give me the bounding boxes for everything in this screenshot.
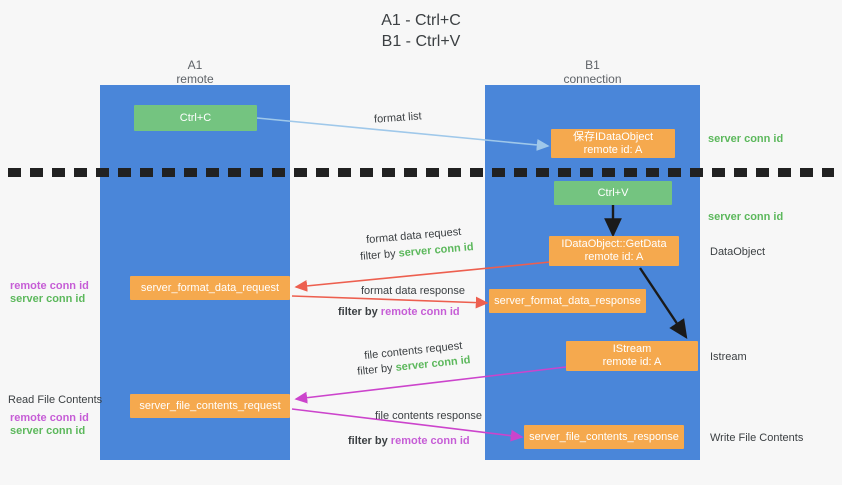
server-conn-id-text-1: server conn id: [398, 241, 475, 260]
box-server-file-contents-request-label: server_file_contents_request: [139, 399, 281, 412]
lane-b1-name: B1: [585, 58, 600, 72]
label-format-data-response: format data response: [361, 285, 465, 297]
box-save-idataobject-label: 保存IDataObject: [572, 130, 654, 143]
lane-header-b1: B1 connection: [485, 58, 700, 86]
right-label-server-conn-id-1: server conn id: [708, 133, 784, 145]
box-server-file-contents-request[interactable]: server_file_contents_request: [130, 394, 290, 418]
box-idataobject-getdata[interactable]: IDataObject::GetData remote id: A: [549, 236, 679, 266]
page-title: A1 - Ctrl+C B1 - Ctrl+V: [381, 12, 461, 50]
box-save-idataobject-remote-id: remote id: A: [583, 143, 643, 156]
label-file-contents-response: file contents response: [375, 410, 483, 422]
box-server-file-contents-response[interactable]: server_file_contents_response: [524, 425, 684, 449]
box-ctrl-v-label: Ctrl+V: [597, 186, 629, 199]
phase-separator-dashed-line: [8, 168, 834, 177]
label-format-data-response-filter: filter by remote conn id: [338, 305, 460, 319]
right-label-write-file-contents: Write File Contents: [710, 432, 804, 444]
left-label-remote-conn-id-1: remote conn id: [10, 280, 89, 292]
lane-a1-name: A1: [187, 58, 203, 72]
right-label-istream: Istream: [710, 351, 747, 363]
label-format-list: format list: [373, 110, 423, 126]
lane-header-a1: A1 remote: [100, 58, 290, 86]
left-label-server-conn-id-2: server conn id: [10, 425, 86, 437]
right-label-dataobject: DataObject: [710, 246, 766, 258]
box-ctrl-c[interactable]: Ctrl+C: [134, 105, 257, 131]
remote-conn-id-text-2: remote conn id: [380, 306, 460, 318]
box-server-format-data-request-label: server_format_data_request: [140, 281, 280, 294]
lane-a1-sub: remote: [176, 72, 214, 86]
filter-by-text-4: filter by: [348, 435, 388, 447]
left-label-remote-conn-id-2: remote conn id: [10, 412, 89, 424]
box-save-idataobject[interactable]: 保存IDataObject remote id: A: [551, 129, 675, 158]
right-label-server-conn-id-2: server conn id: [708, 211, 784, 223]
box-idataobject-getdata-label: IDataObject::GetData: [561, 238, 667, 250]
box-server-format-data-request[interactable]: server_format_data_request: [130, 276, 290, 300]
left-label-read-file-contents: Read File Contents: [8, 394, 103, 406]
filter-by-text-1: filter by: [359, 247, 397, 263]
box-idataobject-getdata-remote-id: remote id: A: [584, 251, 644, 263]
box-istream-label: IStream: [612, 343, 652, 355]
box-istream[interactable]: IStream remote id: A: [566, 341, 698, 371]
filter-by-text-2: filter by: [338, 306, 378, 318]
filter-by-text-3: filter by: [356, 362, 394, 378]
box-server-format-data-response-label: server_format_data_response: [494, 294, 641, 307]
box-server-file-contents-response-label: server_file_contents_response: [529, 430, 679, 443]
left-label-server-conn-id-1: server conn id: [10, 293, 86, 305]
box-ctrl-c-label: Ctrl+C: [179, 111, 212, 124]
box-istream-remote-id: remote id: A: [602, 356, 662, 368]
label-file-contents-response-filter: filter by remote conn id: [348, 434, 470, 448]
box-server-format-data-response[interactable]: server_format_data_response: [489, 289, 646, 313]
remote-conn-id-text-4: remote conn id: [390, 435, 470, 447]
box-ctrl-v[interactable]: Ctrl+V: [554, 181, 672, 205]
lane-b1-sub: connection: [563, 72, 622, 86]
